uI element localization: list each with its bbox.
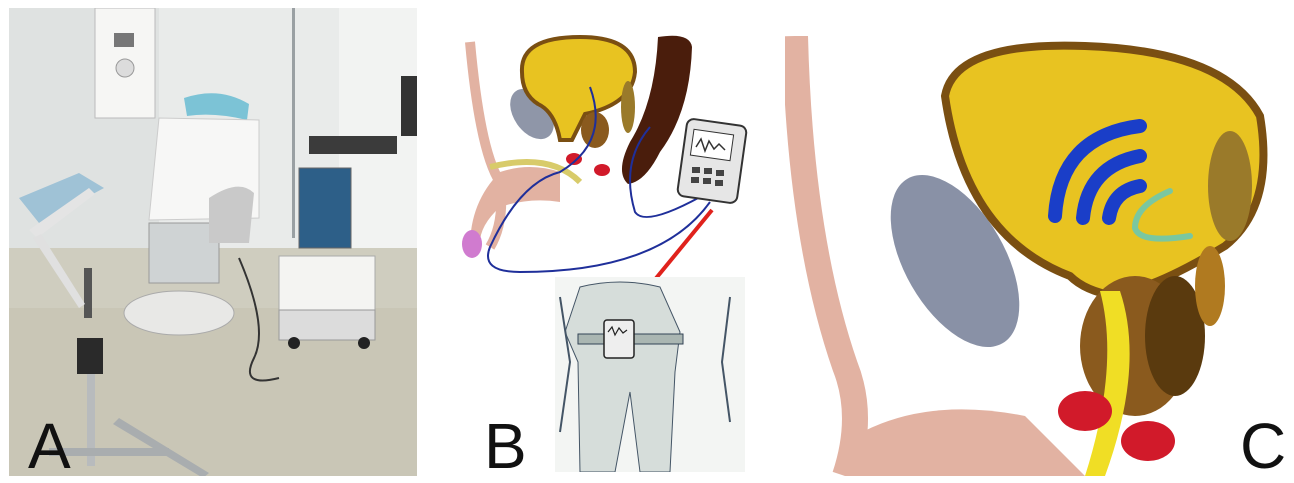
panel-c-ultrasound-bladder-schematic [785,36,1285,476]
patient-sketch [555,277,745,472]
panel-label-b: B [484,414,527,478]
panel-a-exam-room-photo [9,8,417,476]
monitor-device-icon [677,118,747,204]
panel-b-wired-device-schematic [460,32,772,472]
panel-label-a: A [28,414,71,478]
bladder-ultrasound-diagram [785,36,1285,476]
wired-monitor-diagram [460,32,772,472]
panel-label-c: C [1240,414,1286,478]
exam-room-illustration [9,8,417,476]
